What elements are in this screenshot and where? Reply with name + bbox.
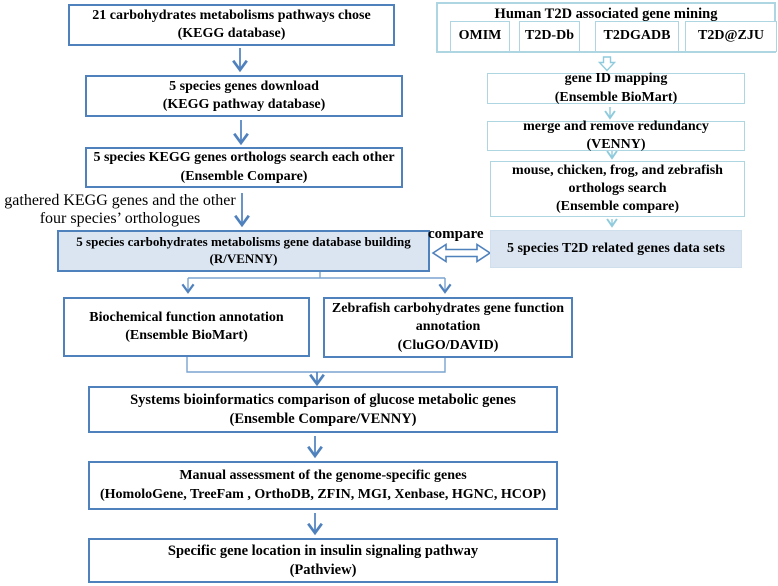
box-biochemical-annotation: Biochemical function annotation (Ensembl…	[63, 297, 310, 357]
box-subtitle: (Ensemble Compare/VENNY)	[229, 410, 417, 427]
box-gene-id-mapping: gene ID mapping (Ensemble BioMart)	[487, 71, 745, 105]
box-subtitle: (Ensemble BioMart)	[554, 89, 678, 105]
hollow-arrow-mining-down-icon	[597, 56, 617, 72]
box-gene-location: Specific gene location in insulin signal…	[88, 538, 558, 583]
annotation-gathered-genes: gathered KEGG genes and the other four s…	[0, 192, 240, 228]
box-t2dgadb: T2DGADB	[595, 21, 679, 52]
box-subtitle: (KEGG pathway database)	[162, 97, 326, 112]
merge-connector-line	[186, 357, 446, 373]
box-omim: OMIM	[450, 21, 510, 52]
box-title: mouse, chicken, frog, and zebrafish orth…	[512, 162, 723, 196]
box-t2d-zju: T2D@ZJU	[685, 21, 777, 52]
box-zebrafish-annotation: Zebrafish carbohydrates gene function an…	[323, 297, 573, 358]
box-title: gene ID mapping	[564, 71, 668, 87]
box-subtitle: (R/VENNY)	[209, 251, 278, 266]
box-subtitle: (VENNY)	[586, 137, 646, 152]
branch-connector-line	[188, 272, 445, 279]
box-title: Specific gene location in insulin signal…	[167, 542, 479, 559]
box-subtitle: (Ensemble Compare)	[180, 168, 308, 184]
box-gene-mining: Human T2D associated gene mining OMIM T2…	[436, 2, 777, 53]
box-t2d-db: T2D-Db	[519, 21, 580, 52]
box-title: 5 species T2D related genes data sets	[506, 240, 726, 256]
box-subtitle: (HomoloGene, TreeFam , OrthoDB, ZFIN, MG…	[99, 486, 547, 502]
box-subtitle: (KEGG database)	[177, 26, 286, 41]
box-subtitle: (Pathview)	[289, 561, 357, 578]
box-title: 5 species KEGG genes orthologs search ea…	[93, 150, 395, 166]
box-merge-redundancy: merge and remove redundancy (VENNY)	[487, 118, 745, 152]
box-pathways-chose: 21 carbohydrates metabolisms pathways ch…	[68, 4, 395, 46]
box-subtitle: (Ensemble compare)	[556, 199, 679, 215]
mining-title: Human T2D associated gene mining	[494, 6, 718, 22]
box-systems-comparison: Systems bioinformatics comparison of glu…	[88, 386, 558, 433]
compare-double-arrow-icon	[431, 243, 492, 263]
box-title: Zebrafish carbohydrates gene function an…	[331, 301, 565, 335]
box-title: 21 carbohydrates metabolisms pathways ch…	[92, 7, 371, 23]
box-species-orthologs-search: mouse, chicken, frog, and zebrafish orth…	[490, 161, 745, 217]
box-title: 5 species genes download	[169, 78, 319, 94]
box-t2d-datasets: 5 species T2D related genes data sets	[490, 230, 742, 268]
annotation-line1: gathered KEGG genes and the other	[4, 192, 236, 209]
box-title: Biochemical function annotation	[89, 309, 284, 325]
box-subtitle: (CluGO/DAVID)	[397, 337, 499, 353]
box-subtitle: (Ensemble BioMart)	[125, 328, 248, 343]
box-title: Manual assessment of the genome-specific…	[179, 468, 467, 484]
box-manual-assessment: Manual assessment of the genome-specific…	[88, 461, 558, 510]
box-database-building: 5 species carbohydrates metabolisms gene…	[57, 230, 430, 272]
compare-label: compare	[428, 226, 484, 242]
box-orthologs-search: 5 species KEGG genes orthologs search ea…	[85, 147, 403, 188]
box-title: merge and remove redundancy	[523, 118, 709, 134]
annotation-line2: four species’ orthologues	[39, 209, 201, 227]
box-title: 5 species carbohydrates metabolisms gene…	[76, 234, 411, 250]
box-title: Systems bioinformatics comparison of glu…	[130, 391, 516, 408]
box-genes-download: 5 species genes download (KEGG pathway d…	[85, 75, 403, 117]
